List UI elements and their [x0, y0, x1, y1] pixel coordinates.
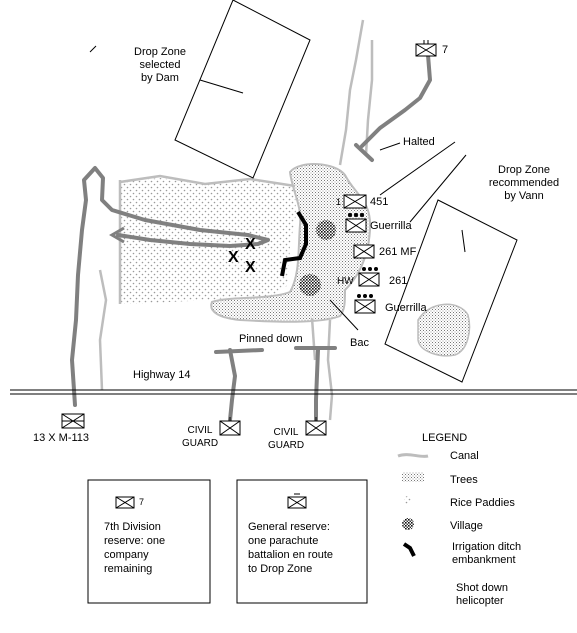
village-bac — [299, 274, 321, 296]
unit-261-label: 261 — [389, 275, 408, 287]
seventh-reserve-line-1: 7th Division — [104, 521, 161, 533]
seventh-reserve-text: 7th Division reserve: one company remain… — [104, 520, 165, 576]
seventh-reserve-line-2: reserve: one — [104, 535, 166, 547]
unit-symbols — [61, 40, 437, 436]
general-reserve-text: General reserve: one parachute battalion… — [248, 520, 333, 576]
guerrilla-2-label: Guerrilla — [385, 302, 427, 314]
halted-label: Halted — [403, 136, 435, 148]
guerrilla-1-label: Guerrilla — [370, 220, 412, 232]
civil-guard-2-line-2: GUARD — [267, 440, 305, 451]
civil-guard-1-line-1: CIVIL — [187, 425, 213, 436]
legend-item-canal: Canal — [450, 450, 479, 462]
legend-ditch-line-1: Irrigation ditch — [452, 541, 522, 553]
svg-text:X: X — [245, 259, 256, 276]
drop-zone-dam-label: Drop Zone selected by Dam — [128, 46, 192, 85]
drop-zone-dam-line-2: selected — [139, 59, 181, 71]
m113-label: 13 X M-113 — [33, 432, 90, 444]
reserve-box-general — [236, 479, 368, 604]
legend-item-helicopter: Shot down helicopter — [456, 582, 508, 608]
pinned-down-label: Pinned down — [239, 333, 303, 345]
civil-guard-1-label: CIVIL GUARD — [180, 424, 220, 450]
rice-paddies-area — [120, 178, 296, 304]
drop-zone-dam-line-3: by Dam — [141, 72, 179, 84]
highway-label: Highway 14 — [133, 369, 191, 381]
seventh-reserve-line-4: remaining — [104, 563, 153, 575]
unit-451-prefix: 1 — [336, 197, 342, 207]
general-reserve-line-1: General reserve: — [248, 521, 330, 533]
civil-guard-1-line-2: GUARD — [181, 438, 219, 449]
drop-zone-vann — [384, 199, 518, 383]
legend-icons — [397, 453, 429, 557]
svg-text:X: X — [245, 236, 256, 253]
drop-zone-vann-line-2: recommended — [488, 177, 560, 189]
drop-zone-vann-label: Drop Zone recommended by Vann — [482, 164, 566, 203]
legend-helicopter-line-1: Shot down — [456, 582, 508, 594]
reserve-box-7th — [87, 479, 211, 604]
drop-zone-dam-line-1: Drop Zone — [134, 46, 186, 58]
general-reserve-line-2: one parachute — [248, 535, 319, 547]
seventh-reserve-line-3: company — [104, 549, 149, 561]
seventh-reserve-marker: 7 — [139, 497, 145, 507]
tree-area-vann — [417, 303, 471, 357]
general-reserve-line-4: to Drop Zone — [248, 563, 313, 575]
legend-item-rice-paddies: Rice Paddies — [450, 497, 515, 509]
helicopter-crash-marks: X X X — [228, 236, 256, 276]
drop-zone-vann-line-3: by Vann — [504, 190, 544, 202]
legend-helicopter-line-2: helicopter — [456, 595, 504, 607]
civil-guard-2-label: CIVIL GUARD — [266, 426, 306, 452]
unit-size-dots — [348, 213, 378, 298]
canals — [98, 19, 374, 421]
village-north — [316, 220, 336, 240]
legend-item-ditch: Irrigation ditch embankment — [452, 541, 521, 567]
unit-261-prefix: HW — [337, 276, 354, 287]
unit-261mf-label: 261 MF — [379, 246, 417, 258]
bac-label: Bac — [350, 337, 369, 349]
unit-routes — [70, 53, 432, 422]
drop-zone-vann-line-1: Drop Zone — [498, 164, 550, 176]
general-reserve-line-3: battalion en route — [248, 549, 334, 561]
unit-451-label: 451 — [370, 196, 389, 208]
drop-zone-dam — [174, 0, 311, 179]
highway-14 — [10, 389, 577, 395]
svg-text:X: X — [228, 249, 239, 266]
legend-title: LEGEND — [422, 432, 468, 444]
legend-item-trees: Trees — [450, 474, 478, 486]
ditch-embankment — [280, 210, 308, 277]
legend-item-village: Village — [450, 520, 483, 532]
seventh-marker-top: 7 — [442, 44, 449, 56]
legend-ditch-line-2: embankment — [452, 554, 516, 566]
civil-guard-2-line-1: CIVIL — [273, 427, 299, 438]
